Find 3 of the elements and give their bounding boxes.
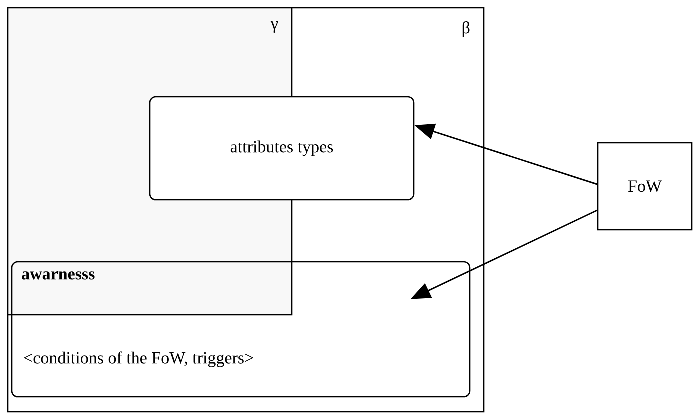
rounded-box: attributes types	[149, 96, 415, 201]
titled-box: awarnesss <conditions of the FoW, triggers>	[11, 261, 471, 398]
process-box: FoW	[597, 142, 693, 231]
